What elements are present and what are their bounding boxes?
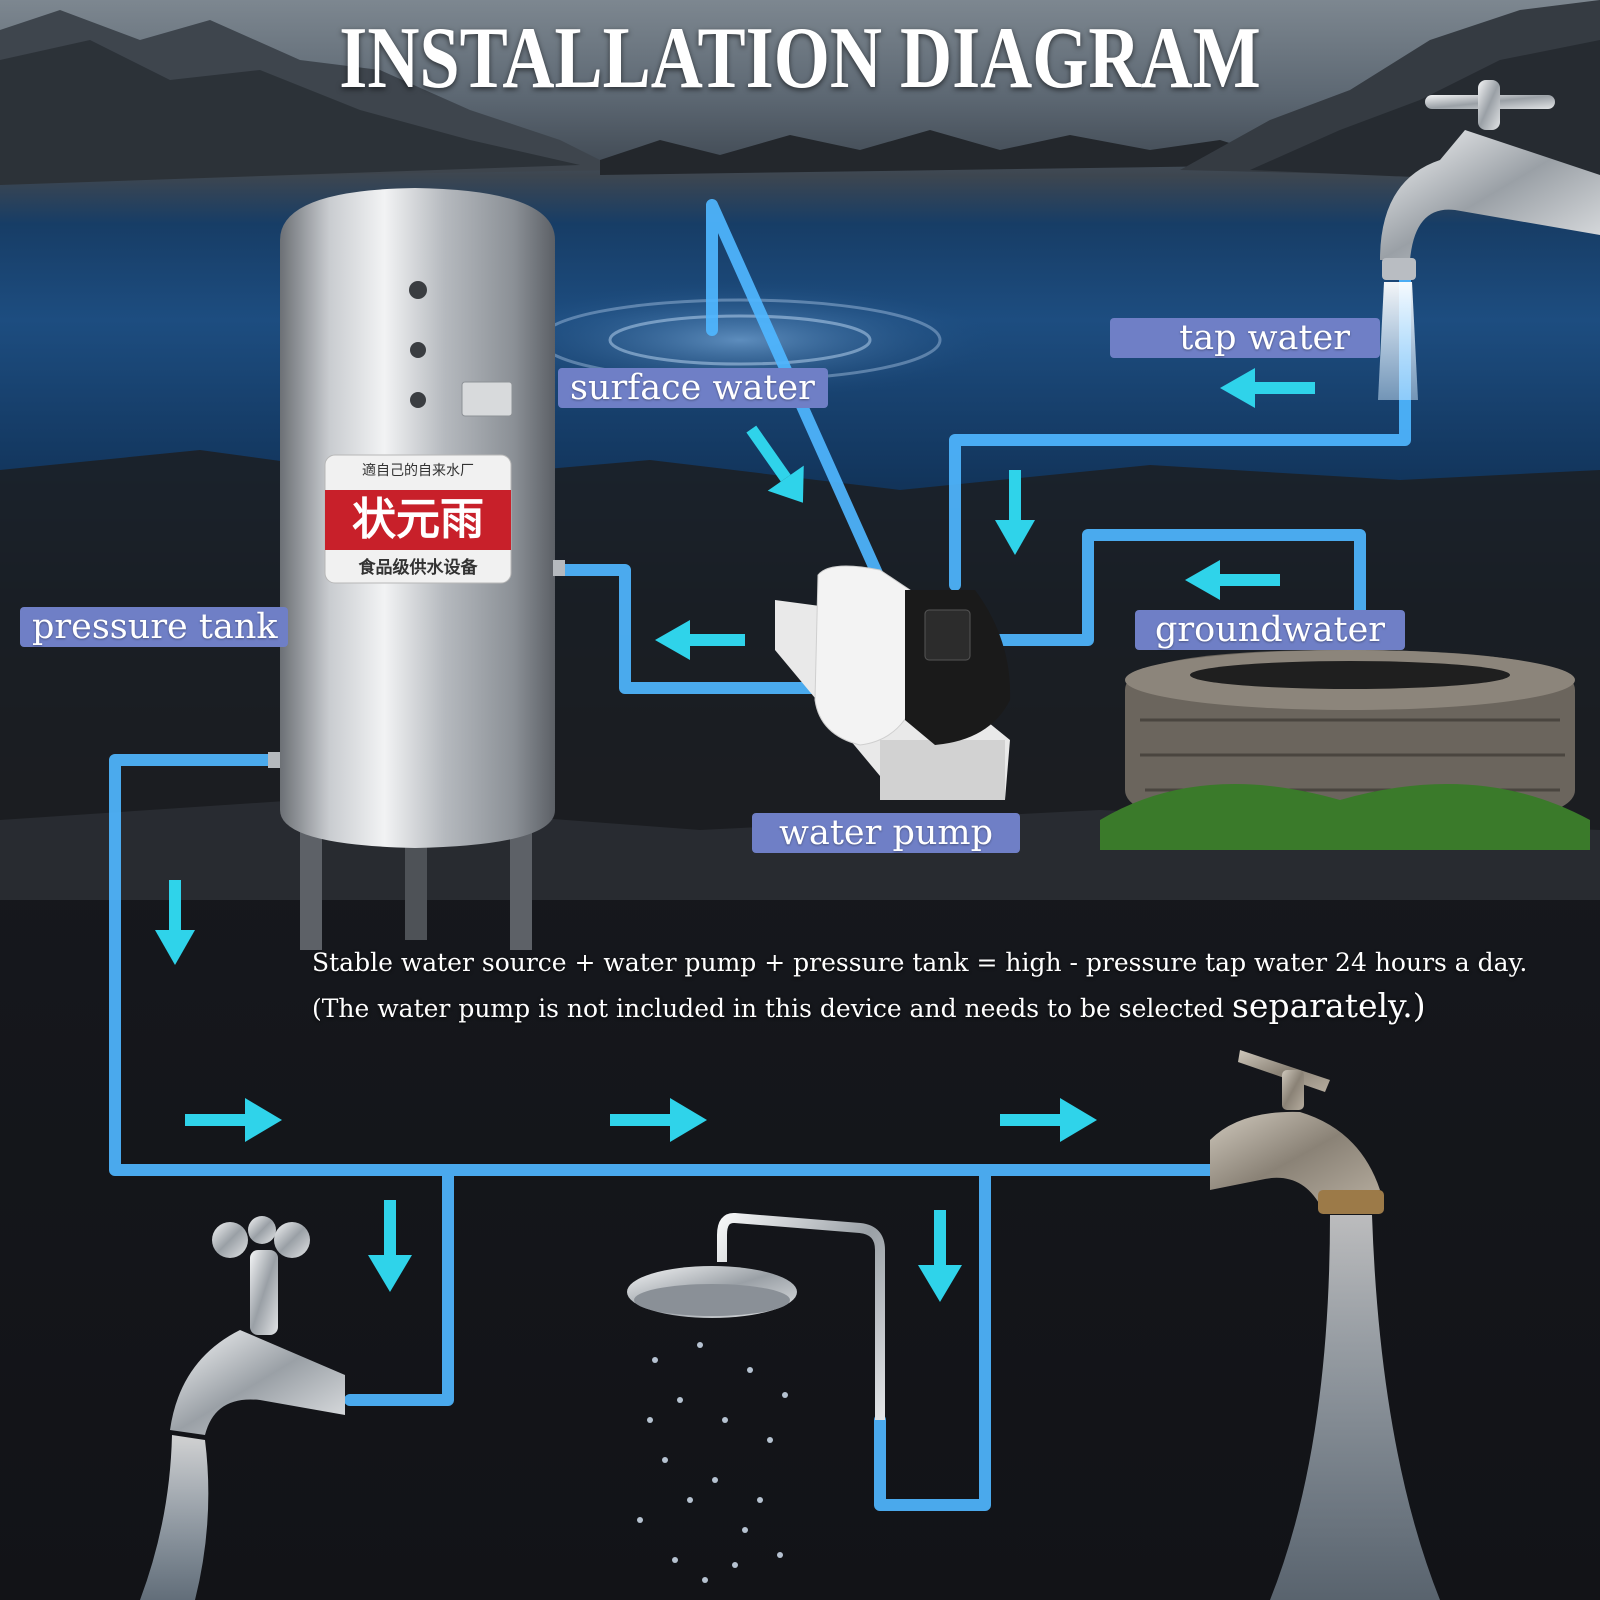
arrow-groundwater <box>1185 560 1280 600</box>
label-water-pump: water pump <box>752 813 1020 853</box>
shower-head <box>627 1212 885 1583</box>
arrow-branch-shower <box>918 1210 962 1302</box>
page-title: INSTALLATION DIAGRAM <box>339 10 1261 107</box>
arrow-tap-water <box>1220 368 1315 408</box>
label-pressure-tank: pressure tank <box>20 607 288 647</box>
tank-brand-subtitle: 食品级供水设备 <box>358 558 478 578</box>
tank-brand-name: 状元雨 <box>352 494 484 545</box>
stone-well <box>1100 650 1590 850</box>
arrow-to-tank <box>655 620 745 660</box>
arrow-main-2 <box>610 1098 707 1142</box>
tank-tagline: 適自己的自来水厂 <box>362 463 474 479</box>
arrow-outlet-down <box>155 880 195 965</box>
label-groundwater: groundwater <box>1135 610 1405 650</box>
description-line-2: (The water pump is not included in this … <box>312 986 1592 1025</box>
arrow-surface-water <box>746 425 804 503</box>
tap-water-faucet <box>1378 80 1600 400</box>
mountains <box>0 0 1600 185</box>
branch-faucet-pipe <box>344 1164 454 1406</box>
arrow-main-3 <box>1000 1098 1097 1142</box>
arrow-tap-down <box>995 470 1035 555</box>
label-tap-water: tap water <box>1110 318 1380 358</box>
pump-to-tank-pipe <box>554 564 821 694</box>
tank-brand-label <box>324 454 512 584</box>
tank-outlet-pipe <box>109 754 1216 1176</box>
flow-arrows <box>155 368 1315 1302</box>
faucet-right <box>1210 1050 1440 1600</box>
description-line-2-prefix: (The water pump is not included in this … <box>312 994 1232 1023</box>
pressure-tank <box>268 188 565 950</box>
arrow-main-1 <box>185 1098 282 1142</box>
description-line-2-suffix: separately.) <box>1231 986 1426 1025</box>
groundwater-pipe <box>994 529 1366 686</box>
label-surface-water: surface water <box>558 368 828 408</box>
faucet-left <box>140 1216 345 1600</box>
branch-shower-pipe <box>874 1164 991 1511</box>
description-line-1: Stable water source + water pump + press… <box>312 948 1528 977</box>
water-pump <box>775 565 1011 800</box>
arrow-branch-faucet <box>368 1200 412 1292</box>
